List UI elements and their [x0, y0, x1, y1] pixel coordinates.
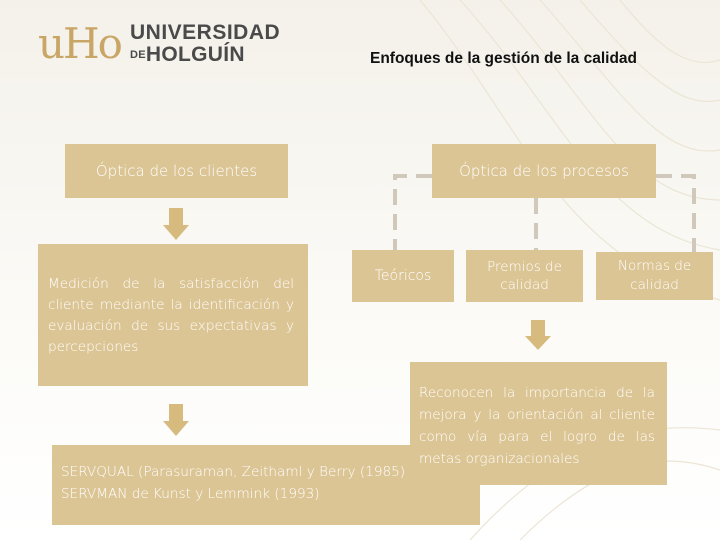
down-arrow-icon	[525, 320, 551, 350]
normas-box: Normas de calidad	[596, 252, 713, 300]
procesos-box: Óptica de los procesos	[432, 144, 656, 198]
logo-line-1: UNIVERSIDAD	[130, 21, 281, 44]
reconocen-box: Reconocen la importancia de la mejora y …	[410, 362, 667, 485]
teoricos-box: Teóricos	[352, 250, 454, 302]
logo-line-2: DEHOLGUÍN	[130, 44, 280, 66]
servqual-line-2: SERVMAN de Kunst y Lemmink (1993)	[61, 486, 320, 502]
medicion-box: Medición de la satisfacción del cliente …	[38, 244, 308, 386]
page-title: Enfoques de la gestión de la calidad	[370, 50, 638, 67]
premios-box: Premios de calidad	[466, 250, 583, 302]
clientes-box: Óptica de los clientes	[65, 144, 288, 198]
down-arrow-icon	[163, 208, 189, 240]
logo-line-2-prefix: DE	[130, 49, 146, 61]
servqual-line-1: SERVQUAL (Parasuraman, Zeithaml y Berry …	[61, 464, 406, 480]
logo-mark: uHo	[38, 19, 123, 68]
servqual-box: SERVQUAL (Parasuraman, Zeithaml y Berry …	[52, 445, 480, 525]
logo-line-2-name: HOLGUÍN	[145, 43, 245, 66]
down-arrow-icon	[163, 404, 189, 436]
logo-wordmark: UNIVERSIDAD DEHOLGUÍN	[130, 22, 280, 66]
